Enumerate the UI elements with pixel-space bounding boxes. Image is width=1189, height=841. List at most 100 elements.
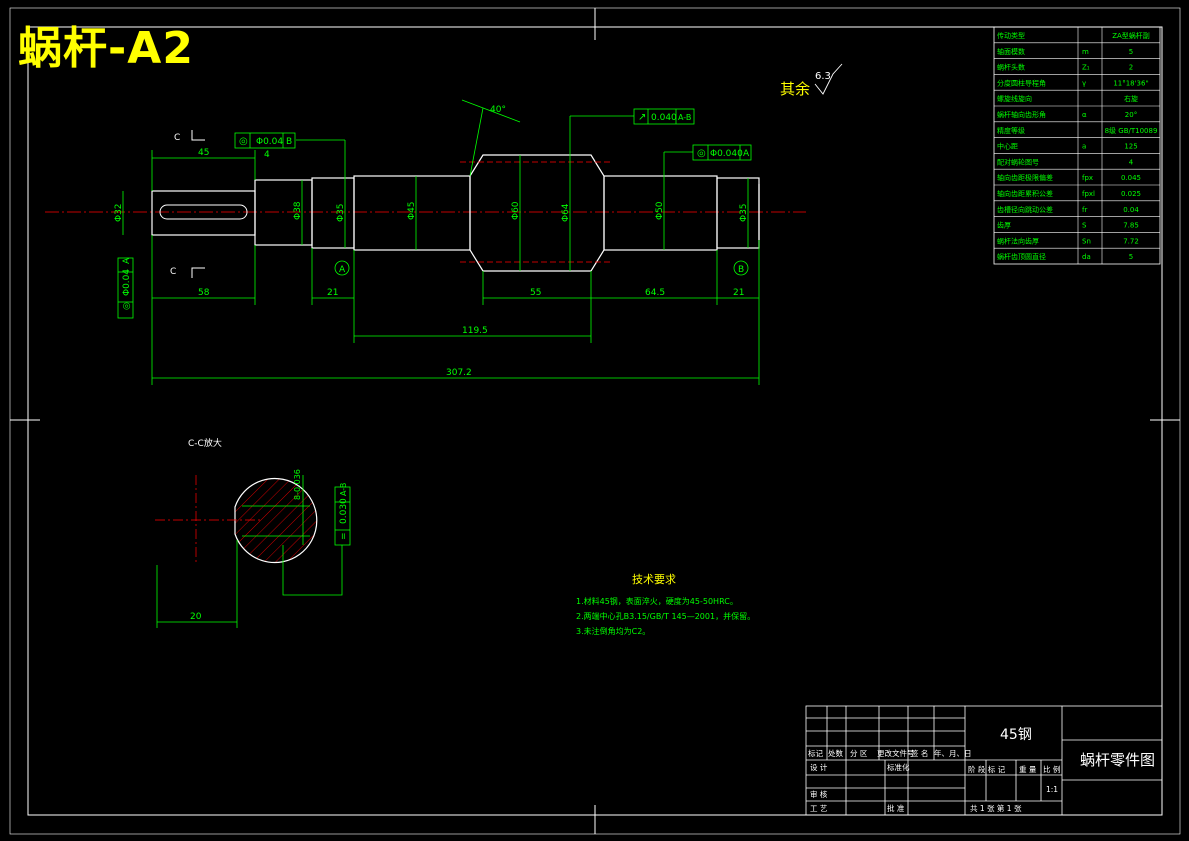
- param-value-3: 11°18'36": [1113, 79, 1148, 87]
- tb-stage: 阶 段 标 记: [968, 764, 1006, 774]
- section-c-top: C: [174, 133, 180, 143]
- param-label-1: 轴面模数: [997, 47, 1025, 56]
- param-label-10: 轴向齿距累积公差: [997, 189, 1053, 198]
- frame-2-symbol: ↗: [638, 112, 646, 123]
- roughness-value: 6.3: [815, 71, 831, 82]
- dimension-lines: [122, 99, 760, 385]
- tech-heading: 技术要求: [632, 573, 676, 586]
- param-symbol-9: fpx: [1082, 174, 1093, 182]
- param-value-12: 7.85: [1123, 222, 1139, 230]
- tb-material: 45钢: [1000, 727, 1032, 743]
- dim-4: 4: [264, 150, 270, 160]
- param-symbol-3: γ: [1082, 79, 1086, 87]
- centering-marks: [10, 8, 1180, 834]
- param-symbol-12: S: [1082, 222, 1087, 230]
- dim-phi-50: Φ50: [655, 201, 665, 220]
- section-frame: = 0.030 A-B: [339, 483, 349, 540]
- param-value-6: 8级 GB/T10089: [1105, 126, 1158, 135]
- param-symbol-13: Sn: [1082, 237, 1091, 245]
- param-symbol-5: α: [1082, 111, 1087, 119]
- frame-1-datum: B: [286, 137, 292, 147]
- left-frame: ◎ Φ0.04 A: [122, 257, 132, 310]
- frame-3-value: Φ0.040: [710, 149, 743, 159]
- param-symbol-14: da: [1082, 253, 1091, 261]
- param-value-14: 5: [1129, 253, 1133, 261]
- param-value-13: 7.72: [1123, 237, 1139, 245]
- roughness-icon: [814, 63, 843, 95]
- dim-phi-45: Φ45: [407, 201, 417, 220]
- param-symbol-1: m: [1082, 48, 1089, 56]
- param-value-1: 5: [1129, 48, 1133, 56]
- frame-1-value: Φ0.04: [256, 137, 283, 147]
- title-block-labels: 标记 处数 分 区 更改文件号 签 名 年、月、日 设 计 标准化 审 核 工 …: [808, 748, 1060, 813]
- param-label-9: 轴向齿距极限偏差: [997, 173, 1053, 182]
- dim-phi-35a: Φ35: [336, 203, 346, 222]
- tb-sheet: 共 1 张 第 1 张: [970, 803, 1022, 813]
- tb-date: 年、月、日: [934, 748, 972, 758]
- key-dim: 8-0.036: [293, 469, 302, 500]
- param-symbol-11: fr: [1082, 206, 1087, 214]
- tb-count: 处数: [828, 748, 843, 758]
- section-markers: [191, 130, 205, 278]
- param-value-2: 2: [1129, 64, 1133, 72]
- tb-review: 审 核: [810, 789, 828, 799]
- section-c-bottom: C: [170, 267, 176, 277]
- section-frame-symbol: =: [339, 532, 349, 540]
- tb-design: 设 计: [810, 762, 828, 772]
- param-value-5: 20°: [1125, 111, 1137, 119]
- param-symbol-2: Z₁: [1082, 64, 1090, 72]
- tb-scale-value: 1:1: [1046, 785, 1058, 794]
- param-label-3: 分度圆柱导程角: [997, 78, 1046, 87]
- dim-angle: 40°: [490, 105, 506, 115]
- dim-phi-32: Φ32: [114, 203, 124, 222]
- inner-border: [27, 26, 1163, 816]
- root-lines: [460, 161, 612, 263]
- section-view: [155, 475, 318, 565]
- frame-2-value: 0.040: [651, 113, 677, 123]
- frame-2-datum: A-B: [678, 113, 691, 122]
- datum-b-label: B: [738, 265, 744, 275]
- tb-change: 更改文件号: [877, 748, 915, 758]
- param-value-7: 125: [1124, 143, 1137, 151]
- param-value-10: 0.025: [1121, 190, 1141, 198]
- dim-55: 55: [530, 288, 541, 298]
- shaft-outline: [151, 154, 760, 272]
- dim-21b: 21: [733, 288, 744, 298]
- left-frame-symbol: ◎: [122, 302, 132, 310]
- param-label-4: 螺旋线旋向: [997, 94, 1032, 103]
- param-label-13: 蜗杆法向齿厚: [997, 236, 1039, 245]
- dim-64-5: 64.5: [645, 288, 665, 298]
- tb-weight: 重 量: [1019, 765, 1037, 774]
- param-label-14: 蜗杆齿顶圆直径: [997, 252, 1046, 261]
- param-symbol-10: fpxl: [1082, 190, 1095, 198]
- tb-zone: 分 区: [850, 749, 868, 758]
- dim-58: 58: [198, 288, 210, 298]
- param-label-0: 传动类型: [997, 31, 1025, 40]
- tb-scale: 比 例: [1043, 764, 1060, 774]
- frame-3-datum: A: [743, 149, 750, 159]
- param-label-8: 配对蜗轮图号: [997, 157, 1039, 166]
- dim-phi-d1: Φ64: [561, 203, 571, 222]
- diameter-labels: Φ32 Φ38 Φ35 Φ45 Φ60 Φ64 Φ50 Φ35: [114, 201, 749, 222]
- section-view-label: C-C放大: [188, 437, 222, 449]
- param-value-9: 0.045: [1121, 174, 1141, 182]
- keyway: [159, 204, 248, 220]
- tb-standard: 标准化: [887, 762, 910, 772]
- tb-sign: 签 名: [911, 748, 928, 758]
- dim-20: 20: [190, 612, 202, 622]
- section-frame-value: 0.030: [339, 498, 349, 524]
- tb-mark: 标记: [808, 748, 823, 758]
- tech-item-2: 2.两端中心孔B3.15/GB/T 145—2001，并保留。: [576, 611, 755, 621]
- dim-307-2: 307.2: [446, 368, 472, 378]
- param-label-5: 蜗杆轴向齿形角: [997, 110, 1046, 119]
- param-value-0: ZA型蜗杆副: [1112, 31, 1150, 40]
- param-label-12: 齿厚: [997, 222, 1011, 230]
- tech-item-1: 1.材料45钢，表面淬火，硬度为45-50HRC。: [576, 596, 738, 606]
- datum-a-label: A: [339, 265, 346, 275]
- left-frame-value: Φ0.04: [122, 269, 132, 296]
- dim-phi-60: Φ60: [511, 201, 521, 220]
- param-value-11: 0.04: [1123, 206, 1139, 214]
- section-frame-datum: A-B: [339, 483, 348, 496]
- dim-45: 45: [198, 148, 209, 158]
